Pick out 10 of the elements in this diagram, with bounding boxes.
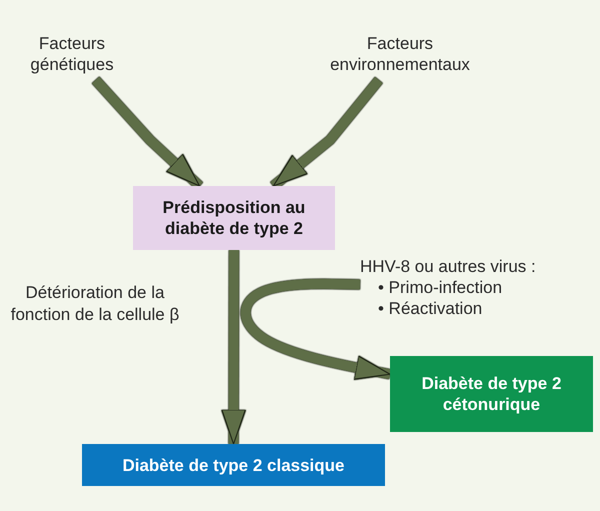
node-text: Facteurs environnementaux bbox=[329, 33, 471, 75]
process-box: Diabète de type 2 classique bbox=[82, 444, 385, 486]
arrow bbox=[221, 250, 246, 445]
process-box: Diabète de type 2 cétonurique bbox=[390, 356, 593, 432]
list-item: • Primo-infection bbox=[377, 276, 504, 298]
arrow bbox=[240, 278, 391, 380]
process-box: Prédisposition au diabète de type 2 bbox=[133, 186, 335, 250]
node-text: HHV-8 ou autres virus : bbox=[360, 256, 537, 276]
list-item: • Réactivation bbox=[377, 298, 484, 318]
node-text: Facteurs génétiques bbox=[29, 33, 115, 75]
